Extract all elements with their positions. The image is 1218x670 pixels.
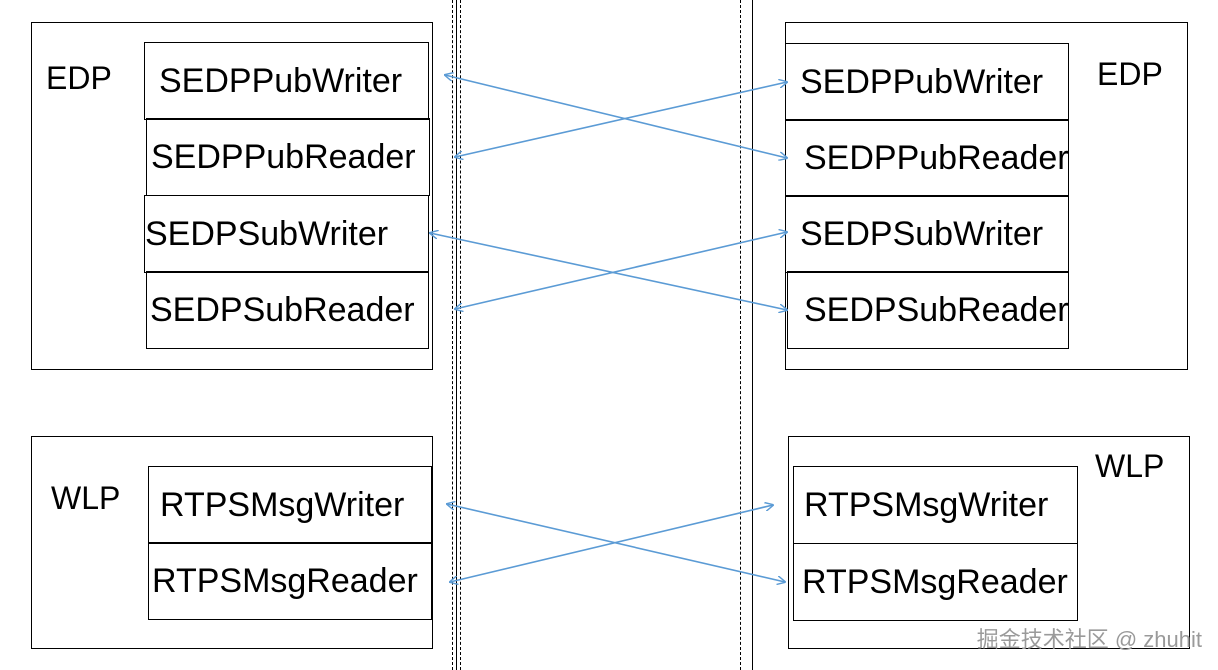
left-sedp-pub-reader-label: SEDPPubReader	[151, 138, 416, 176]
right-sedp-sub-writer: SEDPSubWriter	[785, 195, 1069, 273]
right-sedp-pub-writer-label: SEDPPubWriter	[800, 63, 1044, 101]
left-edp-group	[31, 22, 433, 370]
right-sedp-pub-reader: SEDPPubReader	[785, 119, 1069, 197]
left-edp-label: EDP	[46, 60, 112, 96]
right-rtps-msg-reader-label: RTPSMsgReader	[802, 563, 1068, 601]
left-sedp-pub-writer: SEDPPubWriter	[144, 42, 429, 120]
connection-arrow-6	[450, 505, 773, 582]
left-rtps-msg-reader-label: RTPSMsgReader	[152, 562, 418, 600]
right-wlp-group	[788, 436, 1190, 649]
connection-arrow-4	[455, 232, 787, 309]
watermark: 掘金技术社区 @ zhuhit	[976, 627, 1202, 652]
left-sedp-sub-reader: SEDPSubReader	[146, 271, 429, 349]
right-sedp-sub-reader: SEDPSubReader	[787, 271, 1069, 349]
left-rtps-msg-writer: RTPSMsgWriter	[148, 466, 432, 544]
left-rtps-msg-writer-label: RTPSMsgWriter	[160, 486, 405, 524]
right-sedp-sub-writer-label: SEDPSubWriter	[800, 215, 1044, 253]
connection-arrow-1	[445, 75, 787, 158]
left-sedp-sub-reader-label: SEDPSubReader	[150, 291, 415, 329]
separator-left-dashed-a	[452, 0, 453, 670]
right-wlp-label: WLP	[1095, 448, 1165, 484]
right-sedp-pub-reader-label: SEDPPubReader	[804, 139, 1069, 177]
separator-left-solid	[456, 0, 457, 670]
left-wlp-group	[31, 436, 433, 649]
connection-arrow-2	[455, 82, 787, 157]
right-rtps-msg-writer-label: RTPSMsgWriter	[804, 486, 1049, 524]
right-rtps-msg-reader: RTPSMsgReader	[793, 543, 1078, 621]
separator-left-dashed-b	[460, 0, 461, 670]
left-sedp-sub-writer: SEDPSubWriter	[144, 195, 429, 273]
left-sedp-sub-writer-label: SEDPSubWriter	[145, 215, 389, 253]
right-sedp-sub-reader-label: SEDPSubReader	[804, 291, 1069, 329]
left-rtps-msg-reader: RTPSMsgReader	[148, 542, 432, 620]
right-edp-label: EDP	[1097, 56, 1163, 92]
left-sedp-pub-writer-label: SEDPPubWriter	[159, 62, 403, 100]
left-wlp-label: WLP	[51, 480, 121, 516]
separator-right-dashed	[740, 0, 741, 670]
separator-right-solid	[752, 0, 753, 670]
